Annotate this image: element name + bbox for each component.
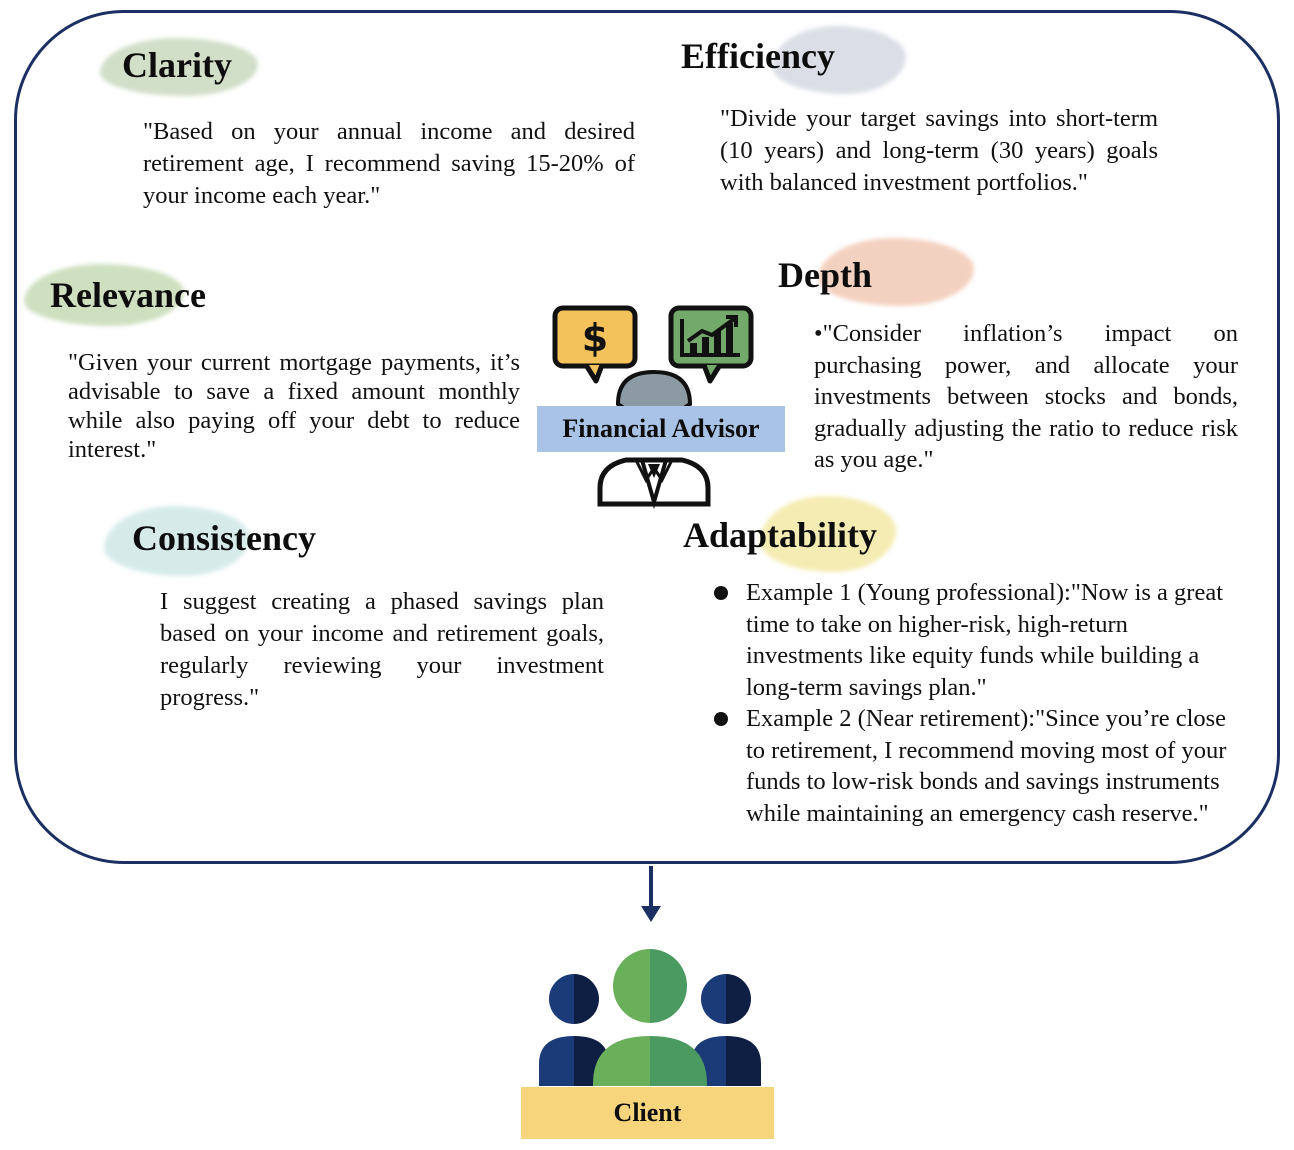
client-label: Client bbox=[521, 1087, 774, 1139]
consistency-brush bbox=[104, 506, 250, 576]
depth-text: •"Consider inflation’s impact on purchas… bbox=[814, 320, 1238, 473]
adaptability-example-text: Example 1 (Young professional):"Now is a… bbox=[746, 579, 1224, 701]
efficiency-brush bbox=[772, 26, 906, 94]
growth-chart-bubble-icon bbox=[668, 305, 754, 384]
arrow-down-icon bbox=[641, 866, 661, 922]
bullet-icon bbox=[714, 586, 728, 600]
relevance-text: "Given your current mortgage payments, i… bbox=[68, 349, 520, 463]
adaptability-brush bbox=[760, 496, 896, 572]
client-group-icon bbox=[539, 949, 761, 1086]
efficiency-heading: Efficiency bbox=[681, 36, 835, 76]
relevance-brush bbox=[24, 264, 184, 326]
adaptability-example-1: Example 1 (Young professional):"Now is a… bbox=[712, 577, 1250, 703]
efficiency-text: "Divide your target savings into short-t… bbox=[720, 105, 1158, 196]
advisor-person-icon bbox=[597, 369, 711, 510]
clarity-heading: Clarity bbox=[122, 45, 232, 85]
adaptability-example-2: Example 2 (Near retirement):"Since you’r… bbox=[712, 703, 1250, 829]
svg-text:$: $ bbox=[582, 316, 608, 360]
clarity-brush bbox=[100, 38, 258, 96]
relevance-heading: Relevance bbox=[50, 275, 206, 315]
financial-advisor-label: Financial Advisor bbox=[537, 406, 785, 452]
consistency-heading: Consistency bbox=[132, 518, 317, 558]
adaptability-heading: Adaptability bbox=[683, 515, 878, 555]
depth-brush bbox=[818, 238, 974, 306]
clarity-text: "Based on your annual income and desired… bbox=[143, 118, 635, 209]
adaptability-examples: Example 1 (Young professional):"Now is a… bbox=[712, 577, 1250, 829]
dollar-bubble-icon: $ bbox=[552, 305, 638, 384]
depth-heading: Depth bbox=[778, 255, 873, 295]
consistency-text: I suggest creating a phased savings plan… bbox=[160, 588, 604, 711]
adaptability-example-text: Example 2 (Near retirement):"Since you’r… bbox=[746, 705, 1227, 827]
bullet-icon bbox=[714, 712, 728, 726]
advisor-frame bbox=[14, 10, 1280, 864]
